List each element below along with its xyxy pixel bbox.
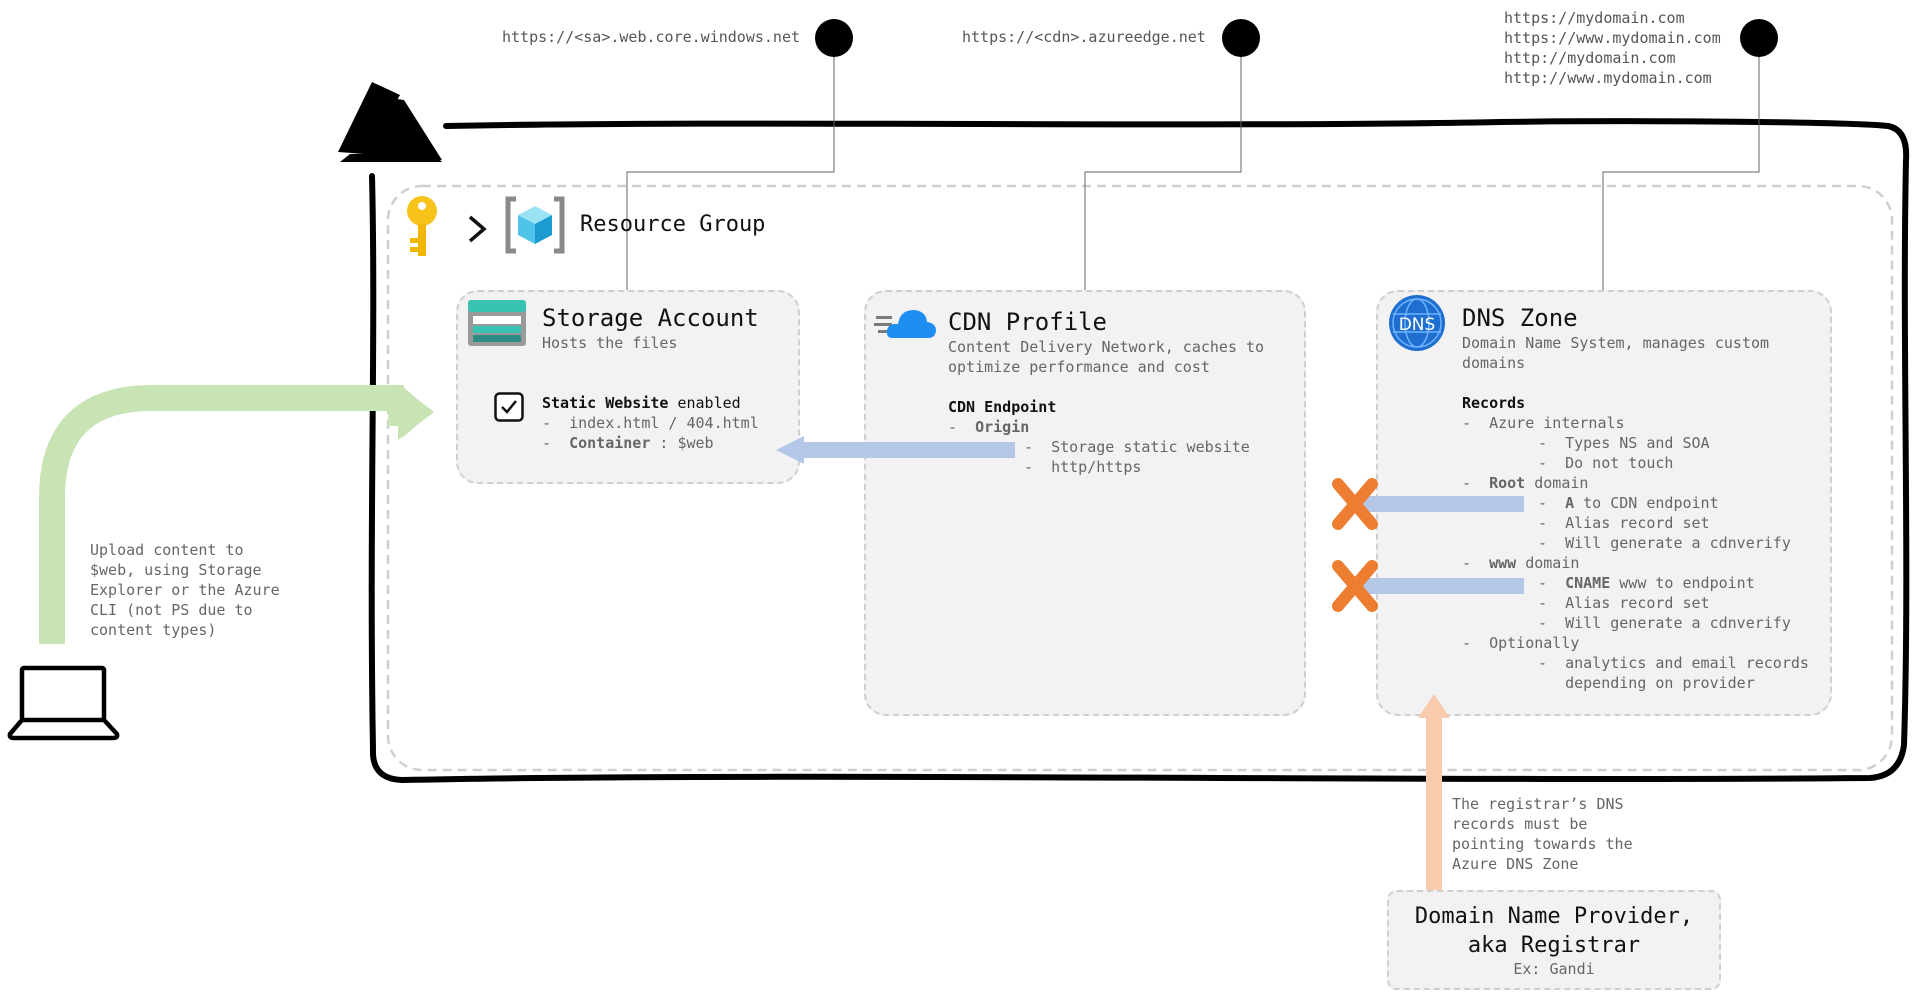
custom-domain-connector (1602, 38, 1760, 290)
cname-label: CNAME (1565, 574, 1611, 592)
registrar-title-line: aka Registrar (1467, 933, 1641, 958)
www-label: www (1489, 554, 1517, 572)
custom-domain-urls: https://mydomain.com https://www.mydomai… (1504, 8, 1721, 88)
dash: - (1462, 554, 1490, 572)
dash: - (1538, 494, 1566, 512)
cdn-title: CDN Profile (948, 308, 1107, 336)
storage-endpoint-url: https://<sa>.web.core.windows.net (502, 28, 801, 46)
storage-url-endpoint-dot (815, 19, 853, 57)
cloud-cdn-icon (874, 310, 936, 338)
dns-record-item: - Will generate a cdnverify (1538, 614, 1791, 632)
root-label: Root (1489, 474, 1526, 492)
container-value: : $web (650, 434, 714, 452)
cdn-subtitle-2: optimize performance and cost (948, 358, 1210, 376)
static-website-line: Static Website enabled (542, 393, 741, 413)
dns-record-item: - analytics and email records (1538, 654, 1809, 672)
upload-note-line: Explorer or the Azure (90, 581, 280, 599)
cdn-origin-line: - Origin (948, 417, 1029, 437)
a-rest: to CDN endpoint (1574, 494, 1719, 512)
registrar-note-line: Azure DNS Zone (1452, 855, 1579, 873)
dash: - (1538, 574, 1566, 592)
dns-subtitle-1: Domain Name System, manages custom (1462, 334, 1770, 352)
custom-domain-url: http://mydomain.com (1504, 49, 1676, 67)
storage-url-connector (626, 38, 835, 290)
dns-record-item: - Optionally (1462, 634, 1580, 652)
storage-index-files: - index.html / 404.html (542, 414, 759, 432)
origin-label: Origin (975, 418, 1030, 436)
dns-record-item: depending on provider (1538, 674, 1755, 692)
static-website-state: enabled (668, 394, 741, 412)
dns-a-record: - A to CDN endpoint (1538, 493, 1719, 513)
resource-group-icon (505, 196, 565, 254)
cdn-subtitle-1: Content Delivery Network, caches to (948, 338, 1265, 356)
dns-root-domain: - Root domain (1462, 473, 1588, 493)
storage-subtitle: Hosts the files (542, 334, 678, 352)
resource-group-area (386, 184, 1894, 772)
dns-record-item: - Types NS and SOA (1538, 434, 1710, 452)
upload-note: Upload content to $web, using Storage Ex… (90, 540, 280, 640)
dns-record-item: - Azure internals (1462, 414, 1625, 432)
registrar-note-line: records must be (1452, 815, 1588, 833)
registrar-title-line: Domain Name Provider, (1414, 904, 1694, 929)
subscription-frame (368, 118, 1910, 783)
key-icon (407, 196, 437, 256)
custom-domain-endpoint-dot (1740, 19, 1778, 57)
storage-container-line: - Container : $web (542, 433, 714, 453)
custom-domain-url: https://mydomain.com (1504, 9, 1685, 27)
dns-subtitle-2: domains (1462, 354, 1526, 372)
cdn-url-endpoint-dot (1222, 19, 1260, 57)
dns-record-item: - Will generate a cdnverify (1538, 534, 1791, 552)
dns-record-item: - Alias record set (1538, 594, 1710, 612)
upload-note-line: CLI (not PS due to (90, 601, 253, 619)
chevron-right-icon (468, 215, 487, 243)
a-label: A (1565, 494, 1575, 512)
dns-cname-record: - CNAME www to endpoint (1538, 573, 1755, 593)
root-rest: domain (1525, 474, 1589, 492)
cdn-origin-item: - http/https (1024, 458, 1142, 476)
registrar-example: Ex: Gandi (1513, 960, 1595, 978)
registrar-note: The registrar’s DNS records must be poin… (1452, 794, 1633, 874)
dns-badge-text: DNS (1399, 315, 1436, 335)
dash: - (542, 434, 570, 452)
cdn-endpoint-heading: CDN Endpoint (948, 398, 1057, 416)
resource-group-label: Resource Group (580, 212, 766, 237)
registrar-note-line: The registrar’s DNS (1452, 795, 1624, 813)
cdn-profile-card[interactable] (864, 290, 1306, 716)
registrar-note-line: pointing towards the (1452, 835, 1633, 853)
azure-logo-icon (338, 82, 442, 162)
cdn-url-connector (1084, 38, 1242, 290)
dns-records-heading: Records (1462, 394, 1526, 412)
dash: - (1462, 474, 1490, 492)
dns-title: DNS Zone (1462, 304, 1578, 332)
cdn-endpoint-url: https://<cdn>.azureedge.net (962, 28, 1206, 46)
dns-globe-icon: DNS (1389, 295, 1445, 351)
storage-icon (468, 300, 526, 346)
upload-note-line: $web, using Storage (90, 561, 262, 579)
upload-note-line: content types) (90, 621, 217, 639)
custom-domain-url: https://www.mydomain.com (1504, 29, 1721, 47)
www-rest: domain (1516, 554, 1580, 572)
static-website-label: Static Website (542, 394, 669, 412)
upload-note-line: Upload content to (90, 541, 244, 559)
dash: - (948, 418, 976, 436)
storage-title: Storage Account (542, 304, 759, 332)
cdn-origin-item: - Storage static website (1024, 438, 1250, 456)
registrar-title: Domain Name Provider, aka Registrar (1387, 902, 1721, 960)
container-label: Container (569, 434, 651, 452)
registrar-card[interactable] (1387, 890, 1721, 990)
dns-www-domain: - www domain (1462, 553, 1579, 573)
dns-record-item: - Do not touch (1538, 454, 1674, 472)
custom-domain-url: http://www.mydomain.com (1504, 69, 1712, 87)
checkbox-checked-icon (494, 392, 524, 422)
cname-rest: www to endpoint (1610, 574, 1755, 592)
dns-record-item: - Alias record set (1538, 514, 1710, 532)
